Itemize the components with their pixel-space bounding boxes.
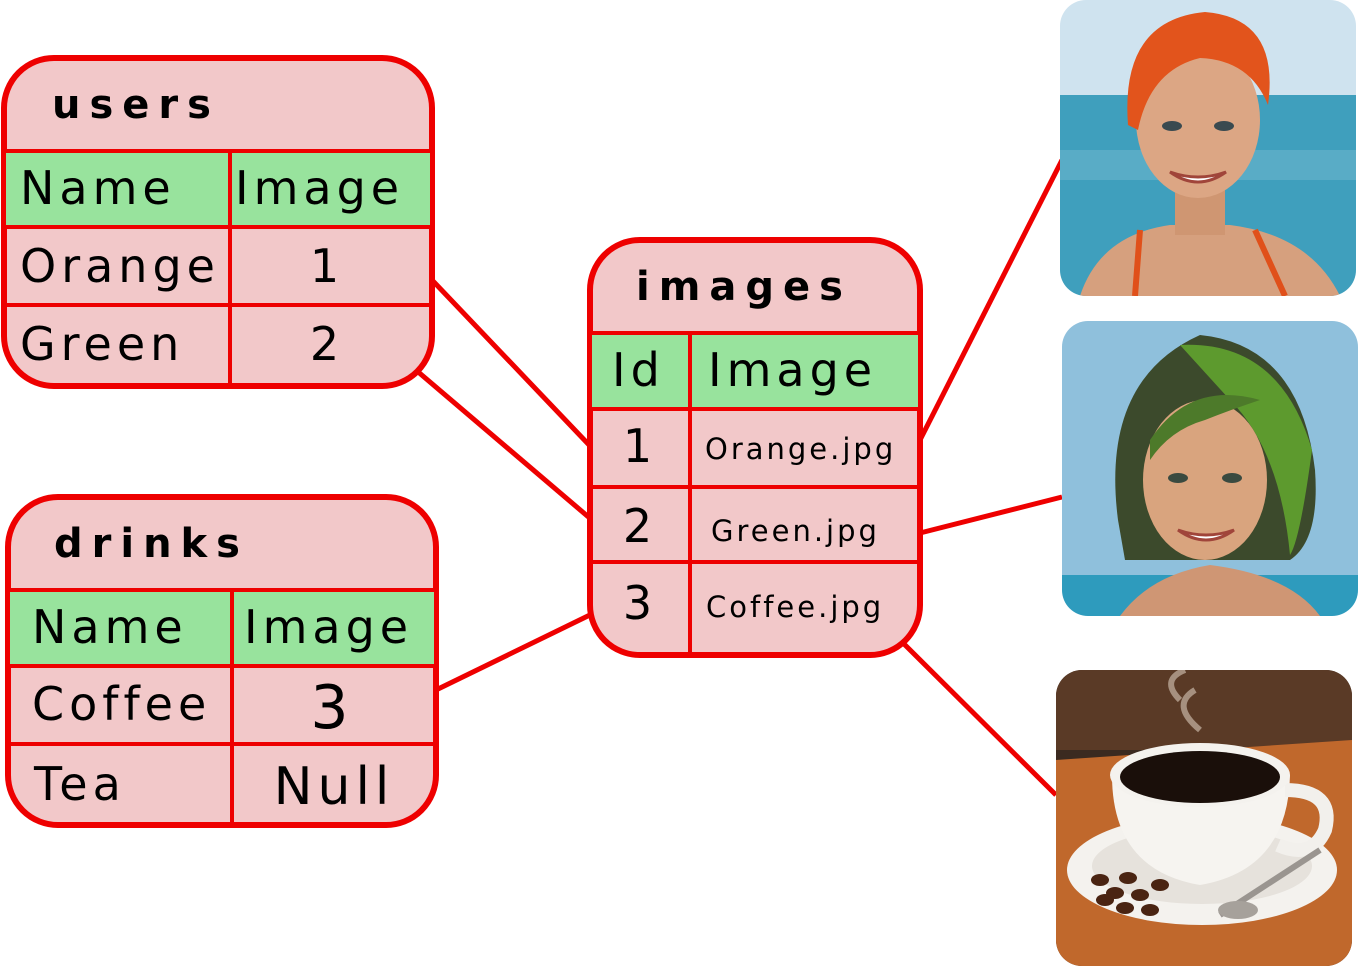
users-row2-name: Green xyxy=(20,317,184,371)
link-orange-to-id1 xyxy=(430,278,594,450)
users-row1-image: 1 xyxy=(310,239,344,293)
images-row1-id: 1 xyxy=(623,419,657,473)
coffee-cup-photo xyxy=(1056,670,1352,966)
images-row2-id: 2 xyxy=(623,499,657,553)
drinks-table-title: drinks xyxy=(54,521,249,567)
link-id2-to-green-photo xyxy=(919,494,1063,536)
users-header-name: Name xyxy=(20,161,176,215)
users-row1-name: Orange xyxy=(20,239,220,293)
drinks-row1-name: Coffee xyxy=(32,677,211,731)
drinks-row1-image: 3 xyxy=(310,673,353,743)
images-header-image: Image xyxy=(708,343,877,397)
images-header-id: Id xyxy=(612,343,665,397)
images-table: images Id Image 1 Orange.jpg 2 Green.jpg… xyxy=(587,237,923,658)
link-coffee-to-id3 xyxy=(434,609,598,693)
images-row3-file: Coffee.jpg xyxy=(706,590,884,624)
orange-haired-woman-photo xyxy=(1060,0,1356,296)
drinks-row2-image: Null xyxy=(274,757,395,817)
drinks-header-image: Image xyxy=(244,600,413,654)
users-row2-image: 2 xyxy=(310,317,344,371)
users-table: users Name Image Orange 1 Green 2 xyxy=(1,55,435,389)
connector-lines xyxy=(408,158,1065,797)
users-header-image: Image xyxy=(235,161,404,215)
images-row1-file: Orange.jpg xyxy=(705,432,896,466)
users-table-title: users xyxy=(52,82,220,128)
green-haired-woman-photo xyxy=(1062,321,1358,616)
images-table-title: images xyxy=(636,264,852,310)
link-green-to-id2 xyxy=(408,363,594,522)
images-row2-file: Green.jpg xyxy=(711,514,880,548)
drinks-table: drinks Name Image Coffee 3 Tea Null xyxy=(5,494,439,828)
drinks-header-name: Name xyxy=(32,600,188,654)
link-id3-to-coffee-photo xyxy=(894,634,1058,797)
images-row3-id: 3 xyxy=(623,576,657,630)
drinks-row2-name: Tea xyxy=(33,757,126,811)
link-id1-to-orange-photo xyxy=(917,158,1065,442)
